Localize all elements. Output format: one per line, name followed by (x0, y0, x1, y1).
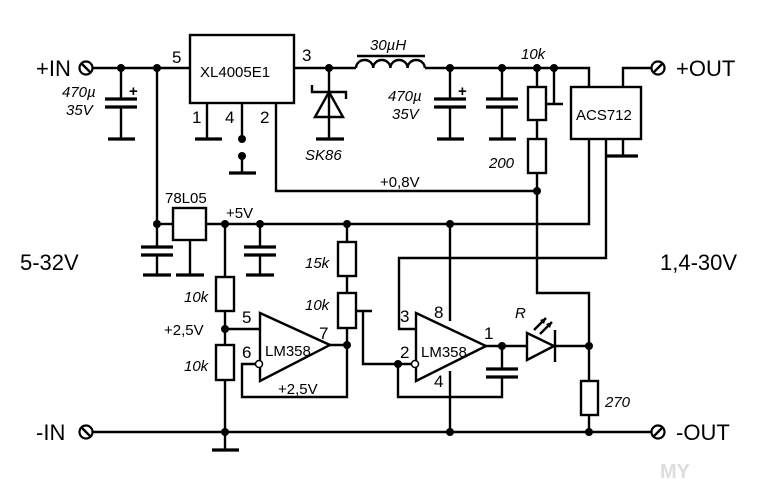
pin-label: 3 (400, 307, 409, 326)
opamp2-label: LM358 (421, 344, 467, 361)
terminals[interactable] (78, 60, 666, 440)
cin-value-label: 470µ (62, 84, 96, 101)
pot-fb-label: 10k (521, 46, 547, 63)
pin-label: 7 (319, 324, 328, 343)
pin-label: 4 (225, 108, 234, 127)
78l05-label: 78L05 (165, 190, 207, 207)
cin-voltage-label: 35V (66, 102, 95, 119)
output-range-label: 1,4-30V (660, 250, 737, 275)
inverting-input-marker (410, 359, 420, 369)
pin-label: 3 (302, 46, 311, 65)
opamp-2 (414, 311, 489, 383)
acs712-label: ACS712 (576, 107, 632, 124)
xl4005-ic (188, 33, 296, 105)
pin-label: 1 (484, 324, 493, 343)
opamp1-label: LM358 (265, 343, 311, 360)
pin-label: 5 (242, 308, 251, 327)
watermark: MY (660, 461, 691, 483)
svg-text:+: + (129, 83, 138, 100)
fb-net-label: +0,8V (380, 174, 420, 191)
r-fb-label: 200 (488, 155, 515, 172)
r-div-top-label: 10k (184, 289, 210, 306)
junction-dots (117, 64, 593, 436)
inductor-label: 30µH (370, 37, 406, 54)
pot-ref-label: 10k (305, 297, 331, 314)
r-div-bot-label: 10k (184, 358, 210, 375)
opamp-1 (258, 311, 333, 383)
r-15k-label: 15k (305, 255, 331, 272)
terminal-out-neg-label: -OUT (676, 420, 730, 445)
r-out-label: 270 (604, 394, 631, 411)
svg-text:+: + (458, 83, 467, 100)
terminal-in-pos-label: +IN (36, 56, 71, 81)
inverting-input-marker (254, 359, 264, 369)
wires (92, 66, 652, 452)
resistors (214, 85, 600, 417)
schottky-diode (310, 85, 348, 119)
pin-label: 5 (172, 48, 181, 67)
ref-node-label: +2,5V (164, 322, 204, 339)
input-range-label: 5-32V (20, 250, 79, 275)
pin-label: 4 (434, 372, 443, 391)
xl4005-label: XL4005E1 (200, 64, 270, 81)
ref-out-label: +2,5V (278, 381, 318, 398)
78l05-regulator (171, 206, 208, 242)
pin-label: 2 (400, 343, 409, 362)
cout-voltage-label: 35V (392, 106, 421, 123)
led-label: R (515, 305, 526, 322)
pin-label: 2 (260, 108, 269, 127)
diode-label: SK86 (305, 147, 342, 164)
inductor (354, 54, 426, 69)
terminal-out-pos-label: +OUT (676, 56, 735, 81)
pin-label: 1 (192, 108, 201, 127)
5v-net-label: +5V (226, 205, 253, 222)
led (525, 317, 557, 362)
acs712-sensor (569, 85, 643, 141)
terminal-in-neg-label: -IN (36, 420, 65, 445)
pin-label: 8 (434, 303, 443, 322)
pin-label: 6 (242, 343, 251, 362)
capacitor-plates: + + (105, 83, 518, 379)
cout-value-label: 470µ (388, 88, 422, 105)
